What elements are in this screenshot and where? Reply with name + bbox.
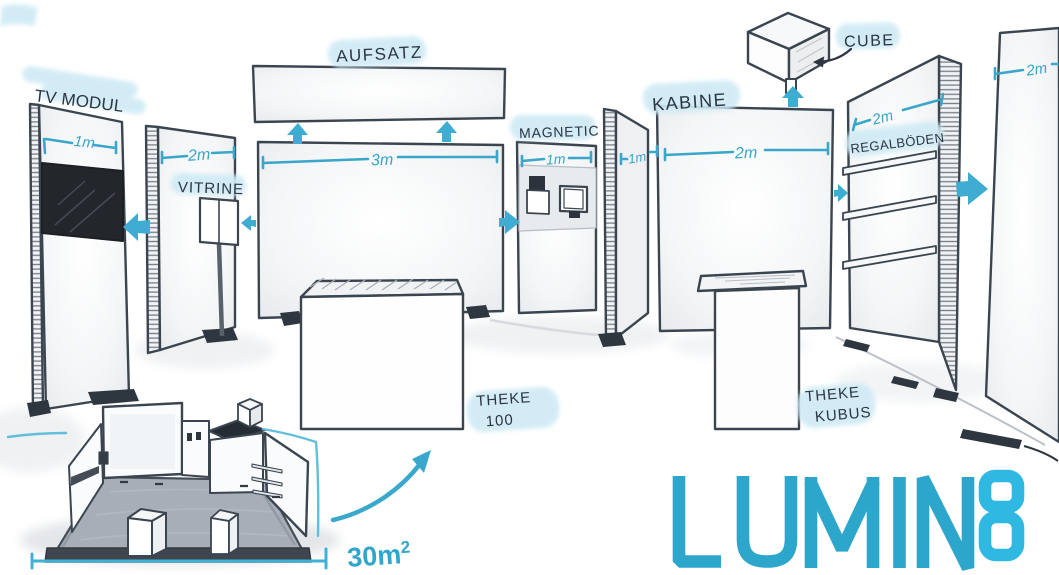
svg-text:100: 100 bbox=[485, 411, 514, 430]
svg-text:2m: 2m bbox=[870, 107, 895, 129]
svg-text:THEKE: THEKE bbox=[476, 389, 532, 410]
svg-text:AUFSATZ: AUFSATZ bbox=[336, 42, 424, 66]
svg-text:2m: 2m bbox=[186, 146, 210, 165]
svg-text:MAGNETIC: MAGNETIC bbox=[519, 122, 600, 141]
svg-text:1m: 1m bbox=[627, 149, 648, 167]
svg-text:KUBUS: KUBUS bbox=[814, 404, 872, 426]
svg-text:2m: 2m bbox=[1024, 60, 1048, 80]
svg-text:1m: 1m bbox=[546, 151, 567, 168]
svg-text:THEKE: THEKE bbox=[804, 384, 860, 406]
svg-text:2m: 2m bbox=[734, 145, 758, 163]
svg-text:VITRINE: VITRINE bbox=[178, 179, 245, 198]
svg-text:3m: 3m bbox=[371, 152, 394, 170]
svg-text:1m: 1m bbox=[73, 133, 96, 152]
svg-text:CUBE: CUBE bbox=[844, 32, 895, 51]
svg-text:30m2: 30m2 bbox=[346, 538, 412, 573]
